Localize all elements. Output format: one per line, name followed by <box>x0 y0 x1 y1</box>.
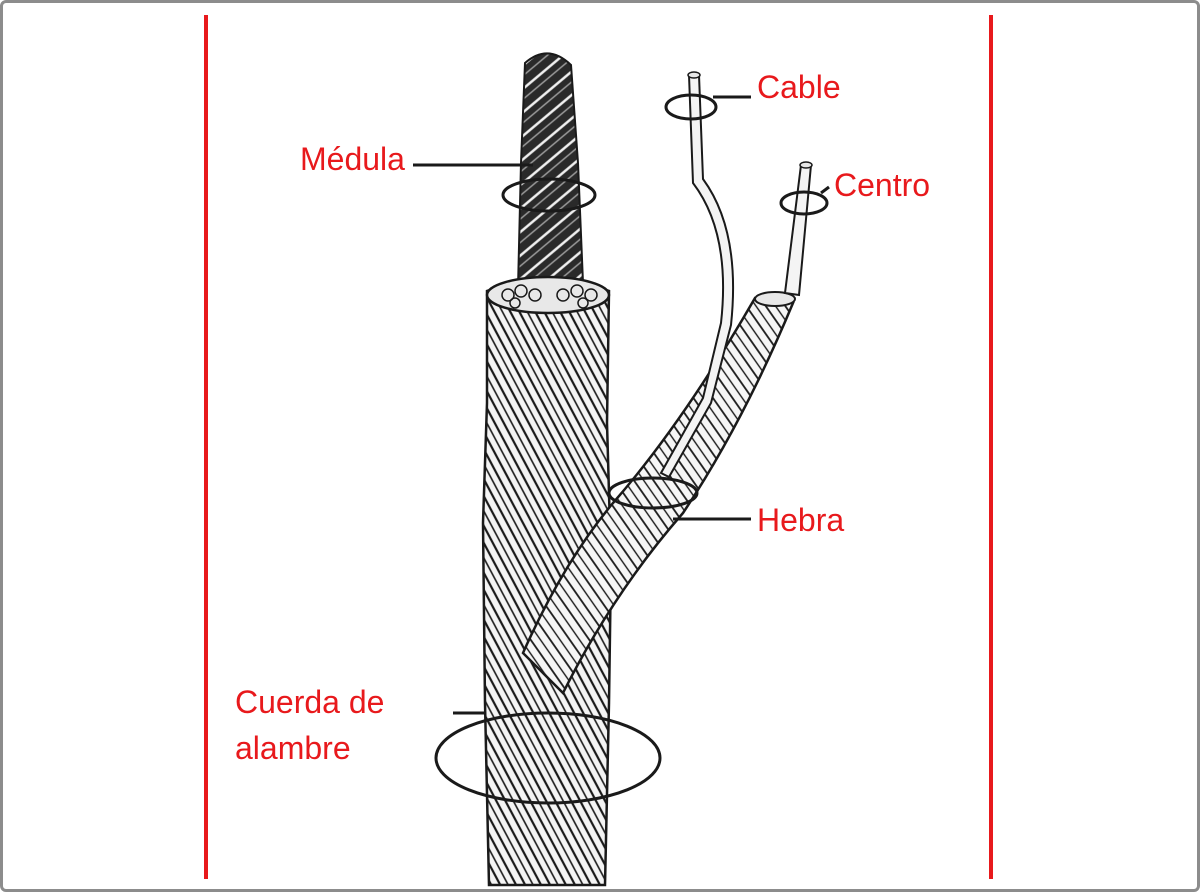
rope-end-face <box>485 275 611 315</box>
label-cable: Cable <box>757 69 841 105</box>
centro-ring <box>779 190 829 216</box>
label-hebra: Hebra <box>757 502 844 538</box>
center-wire <box>783 164 813 297</box>
medula-ring <box>501 177 597 213</box>
label-cuerda-line2: alambre <box>235 730 351 766</box>
fiber-core <box>516 52 585 290</box>
centro-leader <box>820 185 830 195</box>
single-wire <box>659 74 735 479</box>
label-medula: Médula <box>300 141 405 177</box>
label-cuerda-line1: Cuerda de <box>235 684 384 720</box>
strand-end-face <box>754 291 796 307</box>
wire-rope-diagram: Médula Cable Centro Hebra Cuerda de alam… <box>204 15 993 887</box>
hebra-ring <box>607 476 699 510</box>
label-centro: Centro <box>834 167 930 203</box>
cable-ring <box>664 93 718 121</box>
cuerda-ring <box>434 711 662 805</box>
